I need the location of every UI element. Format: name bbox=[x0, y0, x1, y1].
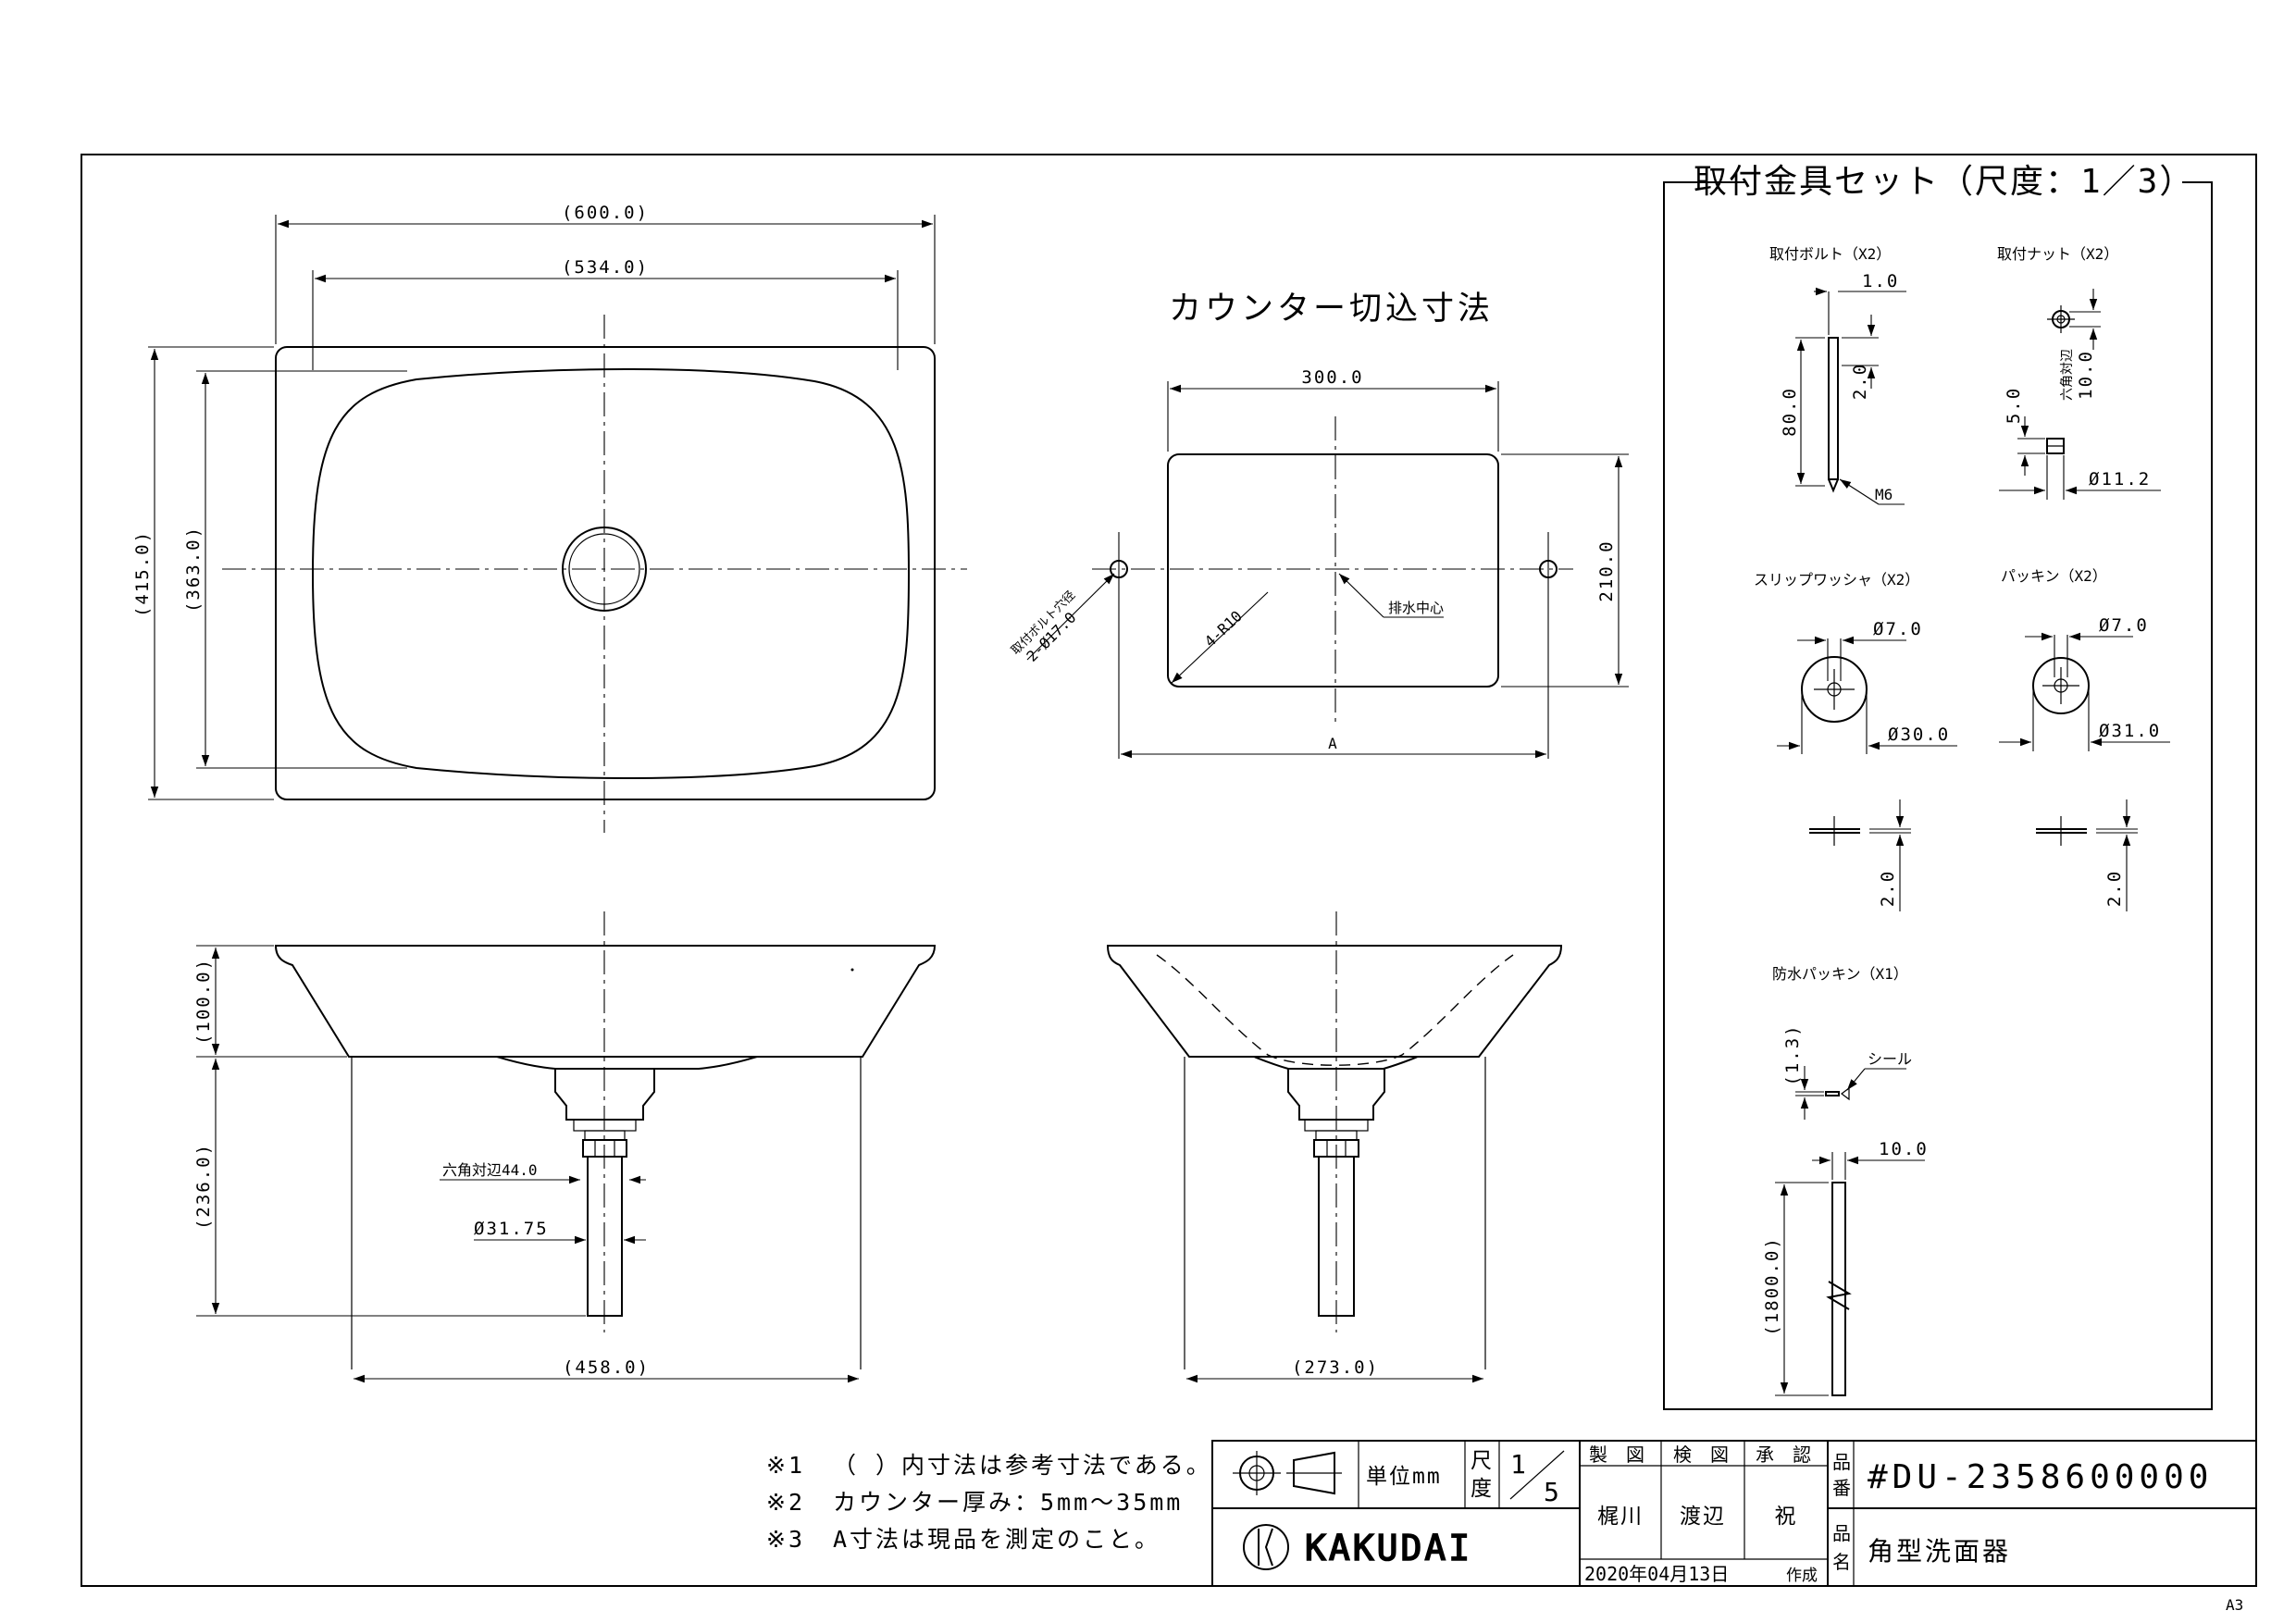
title-block: 単位mm 尺 度 1 5 KAKUDAI 製 図 検 図 承 認 梶川 渡辺 祝… bbox=[1211, 1440, 2257, 1587]
scale-numerator: 1 bbox=[1510, 1449, 1526, 1480]
note-3-mark: ※3 bbox=[766, 1526, 805, 1553]
nut-hex-label: 六角対辺 bbox=[2060, 349, 2075, 401]
top-depth-overall: (415.0) bbox=[132, 530, 153, 617]
front-view: (100.0) (236.0) (458.0) 六角対辺44.0 Ø31.75 bbox=[193, 911, 937, 1383]
bolt-thread: M6 bbox=[1875, 486, 1893, 503]
top-depth-bowl: (363.0) bbox=[183, 526, 204, 613]
nut-dim-3: Ø11.2 bbox=[2089, 469, 2151, 489]
packing-label: パッキン（X2） bbox=[2001, 567, 2107, 585]
counter-drain-center: 排水中心 bbox=[1388, 600, 1444, 616]
waterproof-length: (1800.0) bbox=[1762, 1236, 1782, 1336]
checked-header: 検 図 bbox=[1673, 1443, 1729, 1466]
washer-label: スリップワッシャ（X2） bbox=[1754, 571, 1919, 588]
drawn-header: 製 図 bbox=[1589, 1443, 1644, 1466]
notes: ※1 （ ）内寸法は参考寸法である。 ※2 カウンター厚み：5mm～35mm ※… bbox=[766, 1452, 1212, 1553]
washer-dim-inner: Ø7.0 bbox=[1873, 619, 1923, 639]
top-width-bowl: (534.0) bbox=[562, 257, 649, 278]
fittings-panel: 取付金具セット（尺度：1／3） 取付ボルト（X2） 1.0 2.0 80.0 M… bbox=[1663, 163, 2213, 1410]
front-height-below: (236.0) bbox=[193, 1143, 214, 1230]
counter-dim-a: A bbox=[1328, 735, 1337, 752]
bolt-label: 取付ボルト（X2） bbox=[1769, 245, 1891, 263]
front-bottom-width: (458.0) bbox=[563, 1357, 650, 1378]
scale-label-1: 尺 bbox=[1471, 1449, 1494, 1473]
front-pipe-dia: Ø31.75 bbox=[474, 1219, 549, 1239]
waterproof-thickness: (1.3) bbox=[1782, 1023, 1803, 1085]
part-number: #DU-2358600000 bbox=[1868, 1458, 2213, 1496]
side-view: (273.0) bbox=[1106, 911, 1563, 1383]
kakudai-logo-icon bbox=[1243, 1524, 1289, 1570]
bolt-dim-3: 80.0 bbox=[1780, 387, 1800, 437]
front-hex-size: 六角対辺44.0 bbox=[442, 1161, 538, 1179]
part-number-label-1: 品 bbox=[1832, 1451, 1851, 1473]
part-name-label-1: 品 bbox=[1832, 1522, 1851, 1544]
sheet-border bbox=[81, 154, 2257, 1587]
washer-thickness: 2.0 bbox=[1878, 870, 1898, 907]
part-name-label-2: 名 bbox=[1832, 1551, 1851, 1573]
logo-text: KAKUDAI bbox=[1305, 1528, 1472, 1568]
drawing-date-suffix: 作成 bbox=[1786, 1567, 1818, 1585]
note-2-mark: ※2 bbox=[766, 1489, 805, 1516]
nut-dim-1: 10.0 bbox=[2076, 350, 2096, 400]
nut-dim-2: 5.0 bbox=[2004, 387, 2024, 424]
approved-by: 祝 bbox=[1775, 1505, 1798, 1529]
note-1-mark: ※1 bbox=[766, 1452, 805, 1479]
waterproof-width: 10.0 bbox=[1879, 1139, 1929, 1159]
scale-label-2: 度 bbox=[1471, 1477, 1494, 1501]
note-2-text: カウンター厚み：5mm～35mm bbox=[833, 1489, 1183, 1516]
front-height-bowl: (100.0) bbox=[193, 958, 214, 1045]
bolt-dim-1: 1.0 bbox=[1862, 271, 1899, 291]
top-width-overall: (600.0) bbox=[562, 203, 649, 223]
waterproof-seal: シール bbox=[1868, 1050, 1912, 1068]
side-bottom-width: (273.0) bbox=[1292, 1357, 1379, 1378]
fittings-title: 取付金具セット（尺度：1／3） bbox=[1694, 163, 2194, 201]
packing-thickness: 2.0 bbox=[2104, 870, 2125, 907]
part-name: 角型洗面器 bbox=[1868, 1536, 2011, 1567]
counter-cutout-view: カウンター切込寸法 300.0 210.0 A 4-R10 取付ボルト穴径 2-… bbox=[1009, 291, 1629, 759]
scale-denominator: 5 bbox=[1544, 1477, 1559, 1507]
waterproof-label: 防水パッキン（X1） bbox=[1772, 965, 1908, 983]
top-view: (600.0) (534.0) (415.0) (363.0) bbox=[132, 203, 967, 833]
nut-label: 取付ナット（X2） bbox=[1997, 245, 2118, 263]
counter-corner-radius: 4-R10 bbox=[1201, 607, 1246, 650]
checked-by: 渡辺 bbox=[1680, 1505, 1726, 1529]
drawn-by: 梶川 bbox=[1597, 1505, 1644, 1529]
approved-header: 承 認 bbox=[1756, 1443, 1811, 1466]
packing-dim-outer: Ø31.0 bbox=[2099, 721, 2161, 741]
counter-height: 210.0 bbox=[1596, 539, 1617, 601]
packing-dim-inner: Ø7.0 bbox=[2099, 615, 2149, 636]
sheet-size: A3 bbox=[2226, 1596, 2243, 1614]
note-1-text: （ ）内寸法は参考寸法である。 bbox=[833, 1452, 1212, 1479]
unit-label: 単位mm bbox=[1366, 1465, 1442, 1489]
counter-title: カウンター切込寸法 bbox=[1169, 291, 1494, 328]
drawing-date: 2020年04月13日 bbox=[1584, 1563, 1729, 1585]
washer-dim-outer: Ø30.0 bbox=[1888, 725, 1950, 745]
note-3-text: A寸法は現品を測定のこと。 bbox=[833, 1526, 1160, 1553]
part-number-label-2: 番 bbox=[1832, 1477, 1851, 1499]
bolt-dim-2: 2.0 bbox=[1850, 363, 1870, 400]
counter-width: 300.0 bbox=[1301, 367, 1363, 388]
